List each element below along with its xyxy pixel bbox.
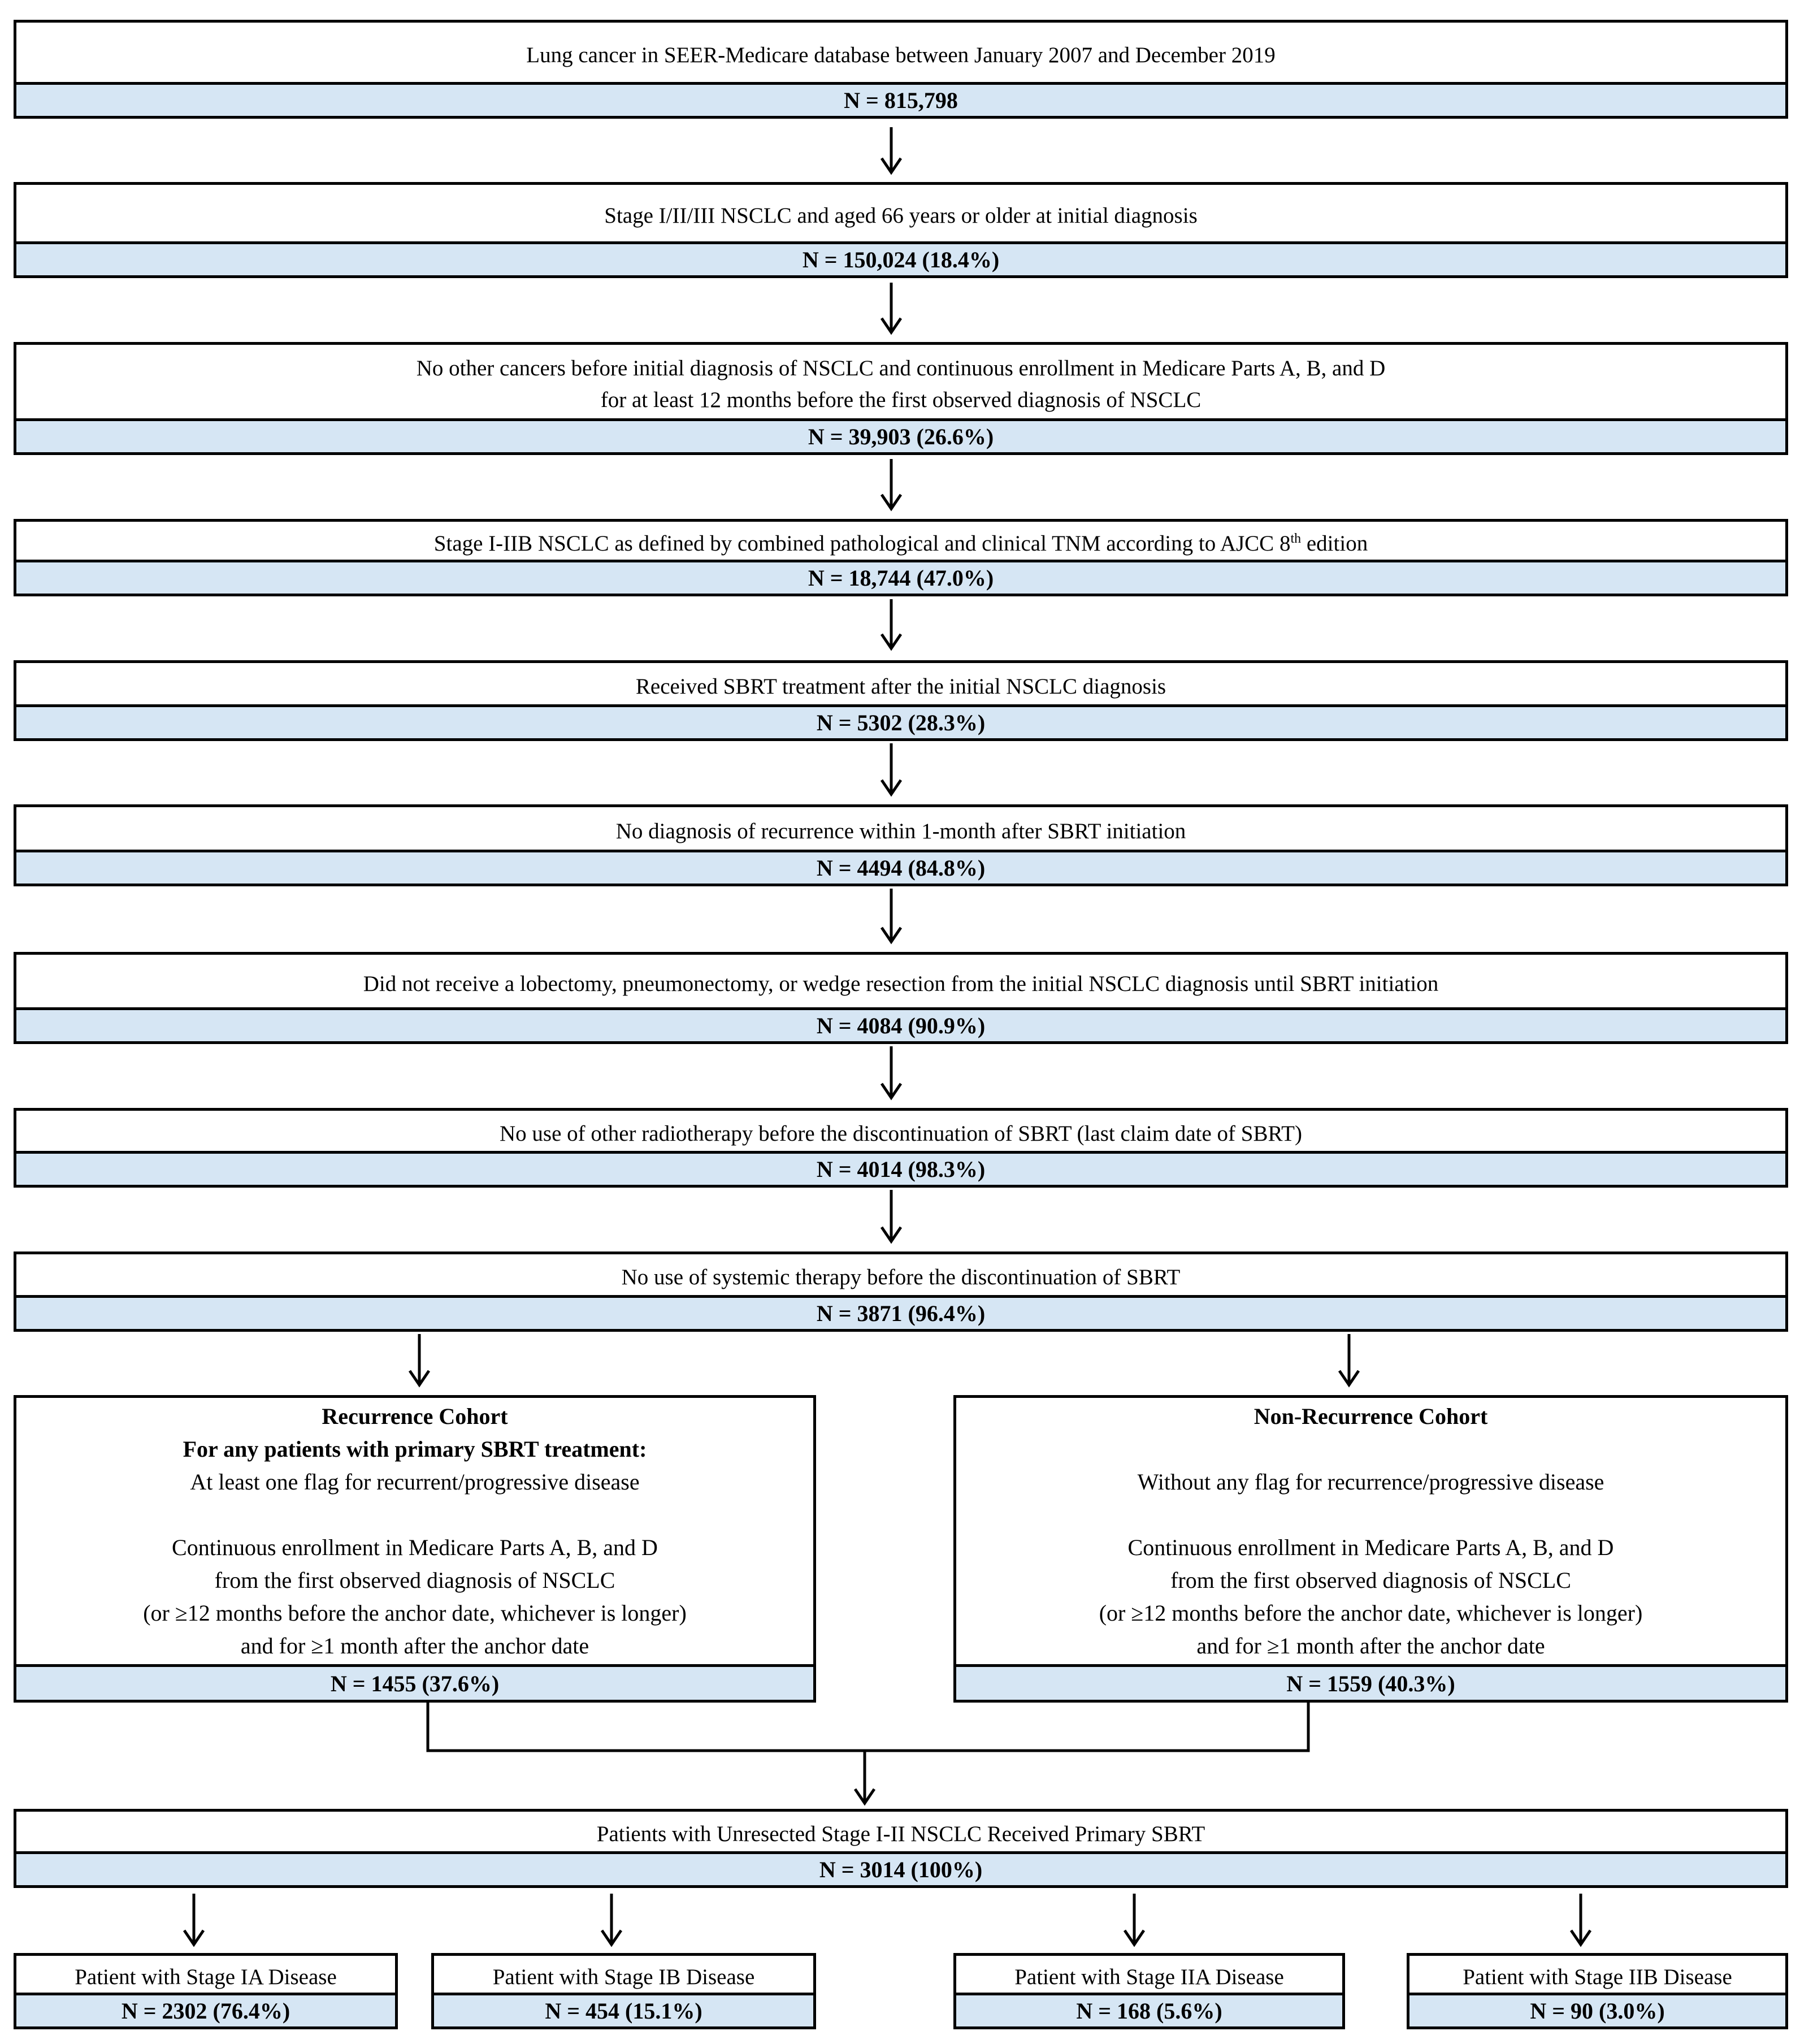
step-criterion-post: edition [1301, 531, 1368, 556]
arrowhead [880, 157, 903, 175]
step-criterion: Received SBRT treatment after the initia… [635, 674, 1166, 699]
arrowhead [880, 779, 903, 797]
recurrence-line2: Continuous enrollment in Medicare Parts … [172, 1535, 658, 1560]
step-box-5: Received SBRT treatment after the initia… [14, 660, 1788, 741]
step-criterion-line2: for at least 12 months before the first … [600, 388, 1202, 412]
step-criterion: Stage I/II/III NSCLC and aged 66 years o… [604, 203, 1198, 228]
arrowhead [600, 1929, 623, 1947]
step-box-6: No diagnosis of recurrence within 1-mont… [14, 804, 1788, 886]
step-count: N = 4494 (84.8%) [16, 850, 1785, 884]
arrowhead [880, 1226, 903, 1244]
nonrecurrence-title: Non-Recurrence Cohort [1254, 1404, 1488, 1429]
step-box-2: Stage I/II/III NSCLC and aged 66 years o… [14, 182, 1788, 278]
final-criterion: Patients with Unresected Stage I-II NSCL… [596, 1822, 1205, 1846]
recurrence-line1: At least one flag for recurrent/progress… [190, 1469, 640, 1495]
recurrence-count: N = 1455 (37.6%) [16, 1664, 813, 1700]
stage-count: N = 90 (3.0%) [1409, 1993, 1785, 2026]
nonrecurrence-cohort-box: Non-Recurrence Cohort Without any flag f… [953, 1395, 1788, 1703]
step-count: N = 3871 (96.4%) [16, 1295, 1785, 1329]
step-count: N = 5302 (28.3%) [16, 704, 1785, 738]
stage-box-iia: Patient with Stage IIA Disease N = 168 (… [953, 1953, 1345, 2029]
step-criterion-pre: Stage I-IIB NSCLC as defined by combined… [433, 531, 1291, 556]
step-count: N = 4084 (90.9%) [16, 1007, 1785, 1041]
stage-label: Patient with Stage IA Disease [75, 1964, 337, 1989]
nonrecurrence-line3: from the first observed diagnosis of NSC… [1170, 1567, 1571, 1593]
recurrence-subtitle: For any patients with primary SBRT treat… [183, 1436, 647, 1462]
stage-count: N = 2302 (76.4%) [16, 1993, 395, 2026]
step-box-1: Lung cancer in SEER-Medicare database be… [14, 20, 1788, 119]
arrowhead [1569, 1929, 1592, 1947]
stage-box-iib: Patient with Stage IIB Disease N = 90 (3… [1407, 1953, 1788, 2029]
step-box-9: No use of systemic therapy before the di… [14, 1251, 1788, 1332]
recurrence-line3: from the first observed diagnosis of NSC… [214, 1567, 615, 1593]
arrowhead [183, 1929, 205, 1947]
final-count: N = 3014 (100%) [16, 1851, 1785, 1885]
step-box-8: No use of other radiotherapy before the … [14, 1108, 1788, 1188]
nonrecurrence-count: N = 1559 (40.3%) [956, 1664, 1785, 1700]
step-count: N = 18,744 (47.0%) [16, 560, 1785, 594]
stage-count: N = 454 (15.1%) [434, 1993, 813, 2026]
nonrecurrence-line2: Continuous enrollment in Medicare Parts … [1127, 1535, 1614, 1560]
recurrence-title: Recurrence Cohort [322, 1404, 508, 1429]
step-criterion: No use of systemic therapy before the di… [621, 1265, 1181, 1289]
step-box-7: Did not receive a lobectomy, pneumonecto… [14, 952, 1788, 1044]
step-criterion: No diagnosis of recurrence within 1-mont… [615, 819, 1186, 843]
recurrence-line4: (or ≥12 months before the anchor date, w… [143, 1600, 687, 1626]
stage-box-ib: Patient with Stage IB Disease N = 454 (1… [431, 1953, 816, 2029]
stage-label: Patient with Stage IIA Disease [1014, 1964, 1284, 1989]
final-box: Patients with Unresected Stage I-II NSCL… [14, 1809, 1788, 1888]
stage-label: Patient with Stage IB Disease [492, 1964, 755, 1989]
step-count: N = 150,024 (18.4%) [16, 241, 1785, 275]
step-count: N = 39,903 (26.6%) [16, 418, 1785, 452]
step-box-3: No other cancers before initial diagnosi… [14, 342, 1788, 455]
arrowhead [853, 1788, 876, 1806]
step-criterion-line1: No other cancers before initial diagnosi… [416, 356, 1386, 380]
nonrecurrence-line4: (or ≥12 months before the anchor date, w… [1099, 1600, 1643, 1626]
arrowhead [880, 317, 903, 335]
step-criterion: No other cancers before initial diagnosi… [16, 345, 1785, 424]
spacer [956, 1499, 1785, 1531]
arrowhead [1123, 1929, 1146, 1947]
stage-box-ia: Patient with Stage IA Disease N = 2302 (… [14, 1953, 398, 2029]
step-box-4: Stage I-IIB NSCLC as defined by combined… [14, 519, 1788, 596]
step-count: N = 4014 (98.3%) [16, 1151, 1785, 1185]
arrowhead [880, 633, 903, 651]
step-criterion: Lung cancer in SEER-Medicare database be… [526, 42, 1276, 67]
step-criterion: Stage I-IIB NSCLC as defined by combined… [16, 522, 1785, 565]
nonrecurrence-line1: Without any flag for recurrence/progress… [1137, 1469, 1604, 1495]
step-criterion: No use of other radiotherapy before the … [500, 1121, 1302, 1146]
arrowhead [880, 1082, 903, 1101]
step-criterion: Did not receive a lobectomy, pneumonecto… [363, 971, 1439, 996]
nonrecurrence-line5: and for ≥1 month after the anchor date [1196, 1633, 1545, 1658]
merge-connector [426, 1703, 1310, 1752]
stage-count: N = 168 (5.6%) [956, 1993, 1342, 2026]
arrowhead [408, 1370, 431, 1388]
step-criterion-sup: th [1290, 531, 1302, 546]
stage-label: Patient with Stage IIB Disease [1463, 1964, 1732, 1989]
spacer [956, 1433, 1785, 1466]
arrowhead [880, 926, 903, 945]
arrowhead [1338, 1370, 1360, 1388]
recurrence-line5: and for ≥1 month after the anchor date [240, 1633, 589, 1658]
recurrence-cohort-box: Recurrence Cohort For any patients with … [14, 1395, 816, 1703]
arrowhead [880, 493, 903, 512]
step-count: N = 815,798 [16, 82, 1785, 116]
spacer [16, 1499, 813, 1531]
